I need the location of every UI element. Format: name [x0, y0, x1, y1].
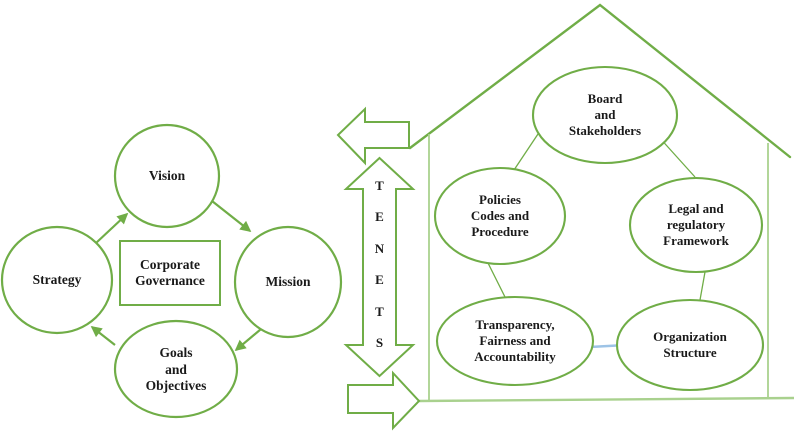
right-block-arrow — [347, 370, 421, 431]
board-and-stakeholders-ellipse — [531, 65, 679, 165]
strategy-ellipse — [0, 225, 114, 335]
arrow-strategy-to-vision — [95, 212, 129, 244]
goals-and-objectives-ellipse — [113, 319, 239, 419]
legal-regulatory-framework-ellipse — [628, 176, 764, 274]
arrow-vision-to-mission — [211, 200, 252, 233]
connector-policies-transparency — [487, 262, 506, 298]
organization-structure-ellipse — [615, 298, 765, 392]
vision-ellipse — [113, 123, 221, 229]
tenets-double-arrow — [343, 156, 416, 378]
house-roof — [408, 3, 792, 159]
connector-transparency-organization — [589, 344, 618, 349]
arrow-goals-to-strategy — [90, 325, 116, 346]
corporate-governance-box — [119, 240, 221, 306]
left-block-arrow — [336, 106, 410, 166]
connector-board-policies — [513, 130, 541, 171]
transparency-fairness-accountability-ellipse — [435, 295, 595, 387]
policies-codes-procedure-ellipse — [433, 166, 567, 266]
connector-legal-organization — [699, 271, 706, 301]
house-floor — [418, 396, 795, 403]
mission-ellipse — [233, 225, 343, 339]
